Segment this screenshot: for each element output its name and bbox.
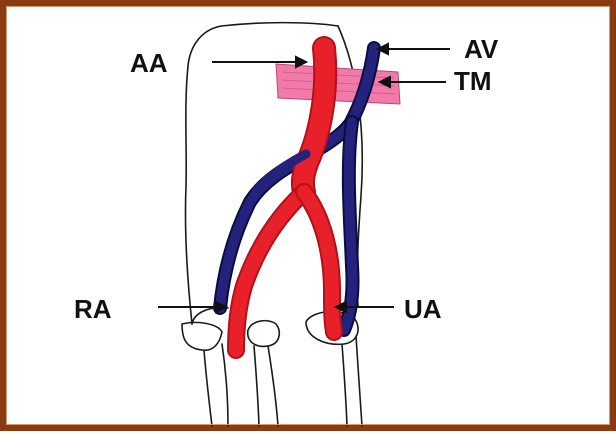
carpal-bone-right [306,312,358,345]
vein-fill [220,48,374,308]
carpal-bone-left [182,322,222,350]
label-tm: TM [454,66,492,96]
metacarpal-1 [204,350,212,426]
artery-aa [236,48,334,350]
metacarpal-6 [356,336,362,426]
vein-av [220,48,374,330]
metacarpal-3 [254,346,259,426]
forearm-right-edge [338,26,362,306]
ua-arrowhead [336,302,346,312]
artery-main-outline [303,48,325,192]
carpal-bone-mid [248,321,280,347]
label-av: AV [464,34,499,64]
radial-artery-outline [236,192,304,350]
label-ua: UA [404,294,442,324]
metacarpal-2 [222,344,228,426]
metacarpal-5 [342,344,347,426]
vein-right-branch-outline [344,122,353,330]
forearm-vessel-diagram: AA AV TM RA UA [6,6,616,437]
av-arrowhead [378,44,388,54]
vein-outline [220,48,374,308]
tm-arrowhead [380,77,390,87]
forearm-outline [182,23,362,426]
forearm-left-edge [185,23,338,324]
ulnar-artery [304,192,334,332]
pointer-arrows [158,44,450,312]
vein-crossing [256,154,306,192]
forearm-bottom-left [192,308,228,324]
ra-arrowhead [216,302,226,312]
transverse-membrane [276,64,400,104]
metacarpal-4 [268,346,278,426]
label-aa: AA [130,48,168,78]
label-ra: RA [74,294,112,324]
radial-artery [236,192,304,350]
artery-main [303,48,325,192]
vein-right-branch [344,122,353,330]
ulnar-artery-outline [304,192,334,332]
aa-arrowhead [296,57,306,67]
